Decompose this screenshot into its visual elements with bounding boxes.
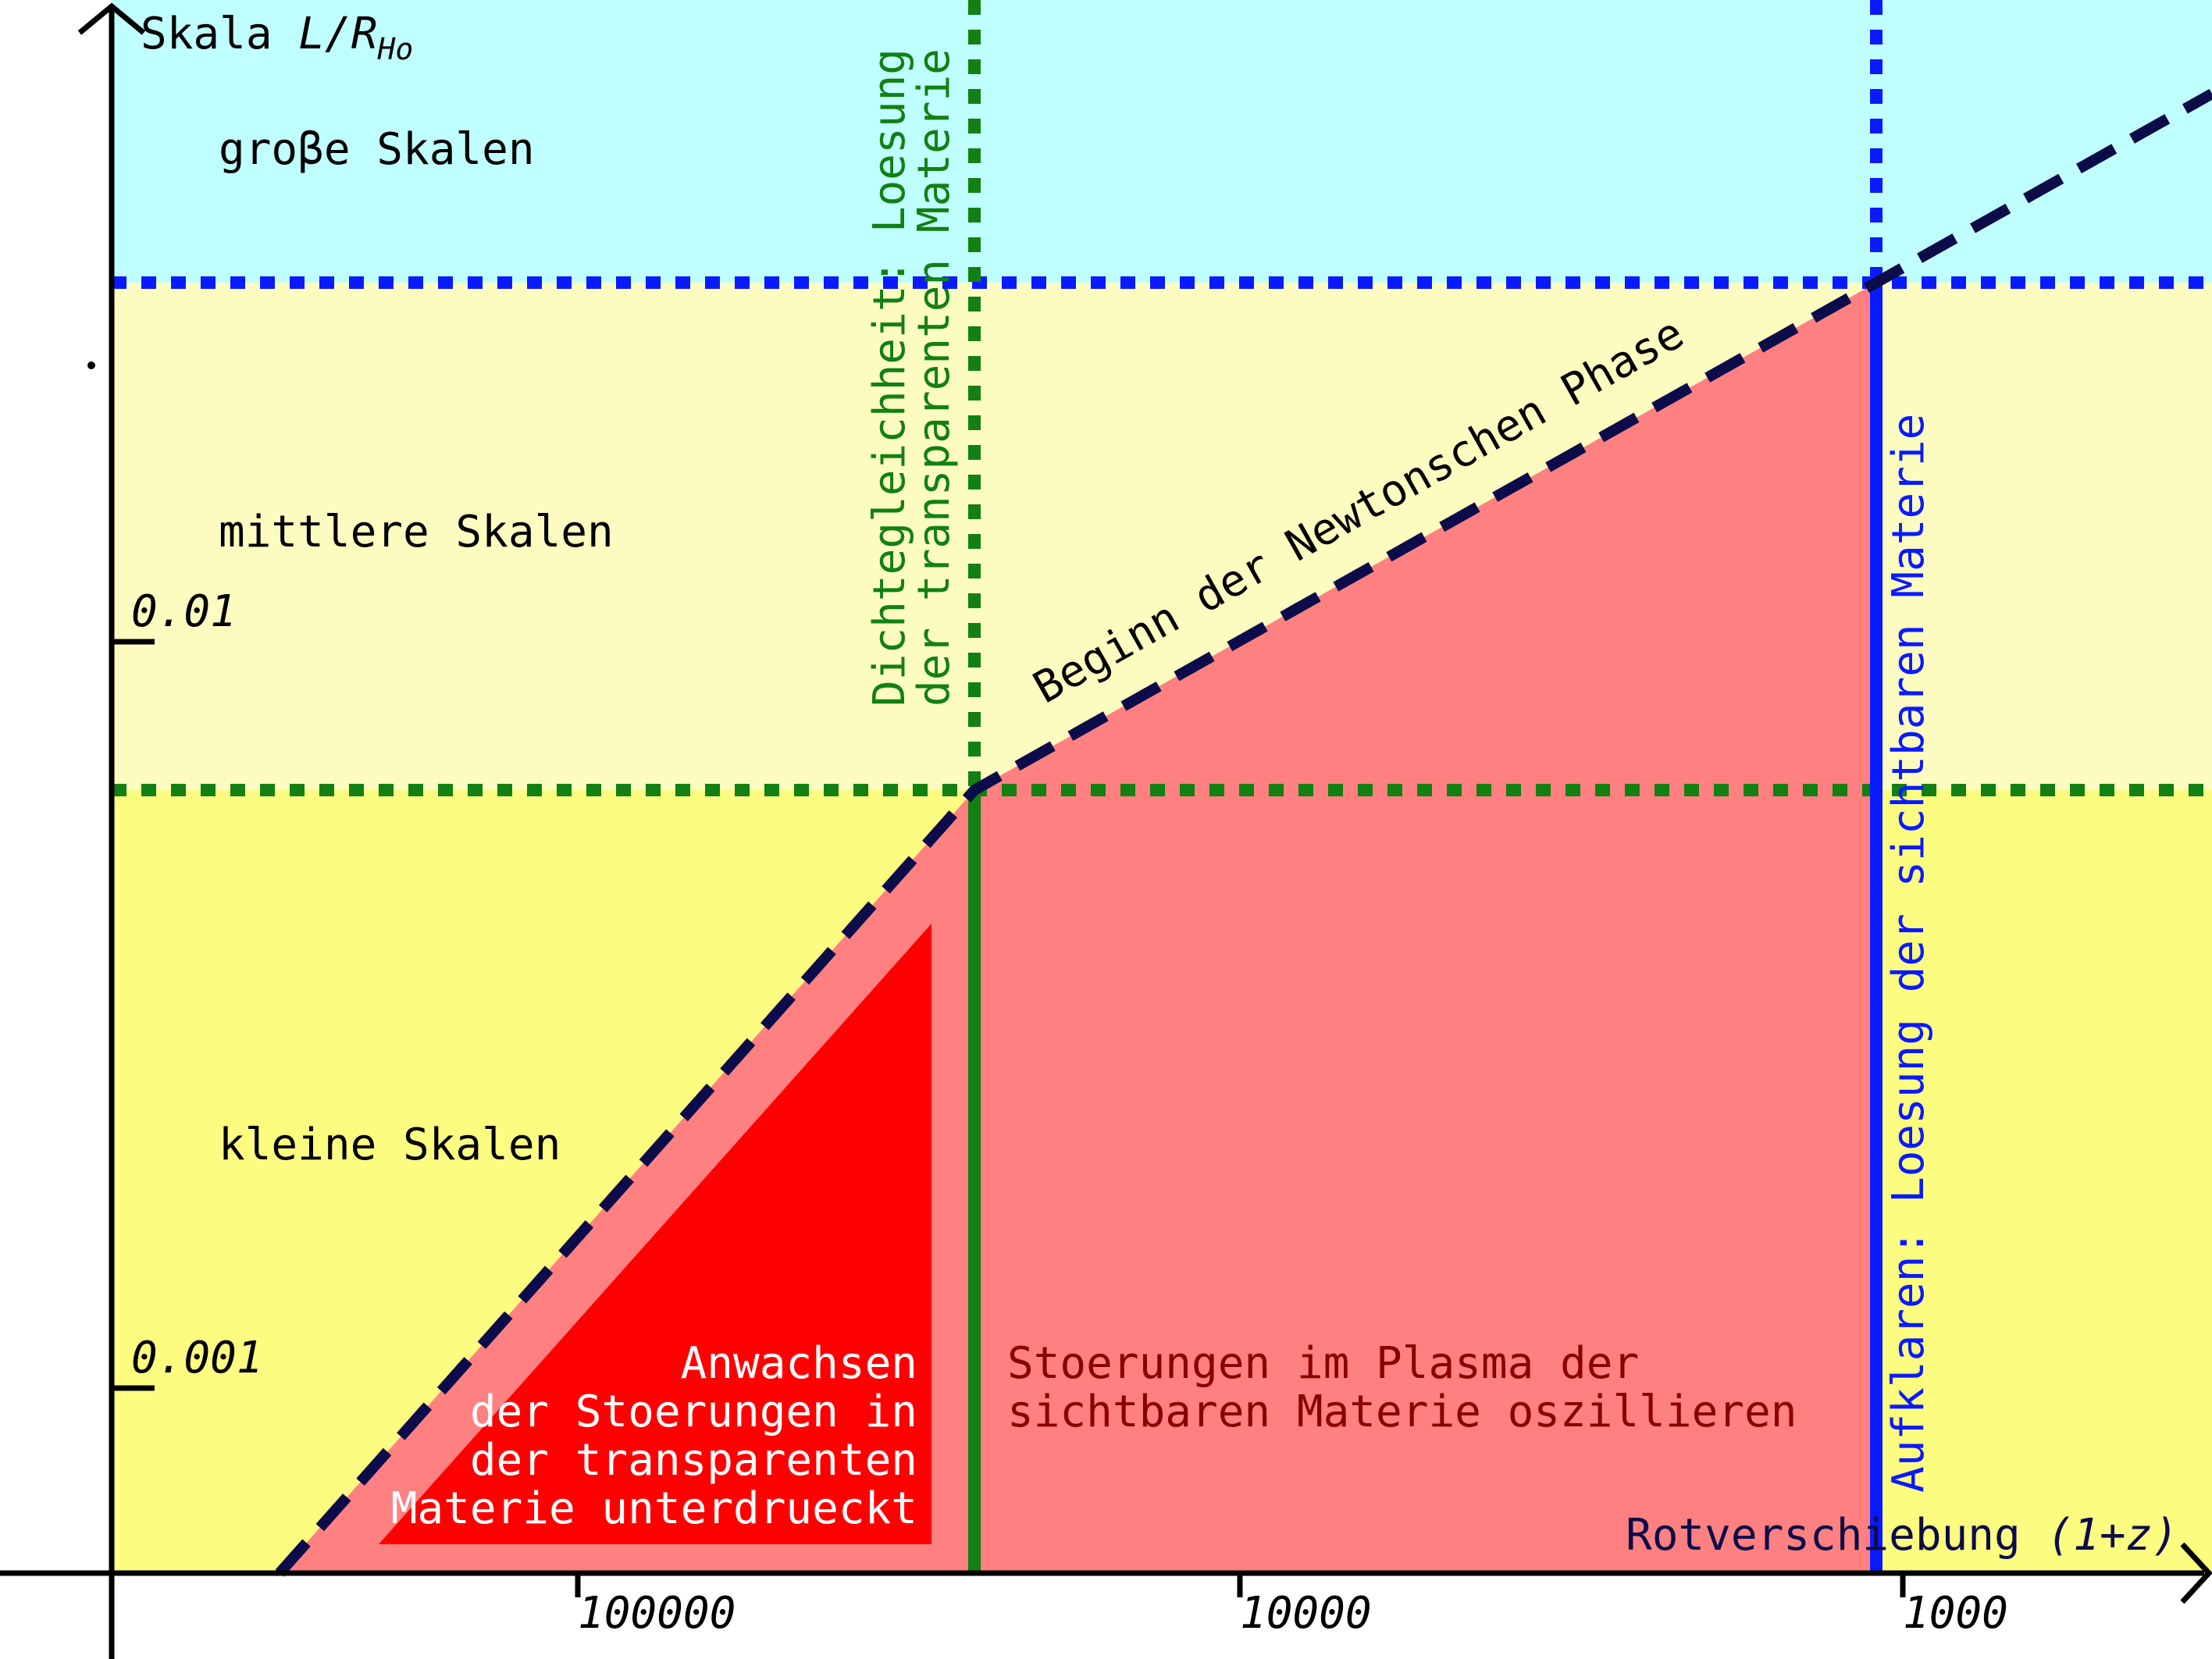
newton-phase-line <box>275 88 2212 1577</box>
suppressed-text-line2: der Stoerungen in <box>470 1387 917 1437</box>
decoupling-annotation: Aufklaren: Loesung der sichtbaren Materi… <box>1883 414 1934 1493</box>
y-axis-label: Skala L/RHo <box>141 9 413 66</box>
y-tick-label-0.001: 0.001 <box>131 1333 263 1383</box>
label-medium-scales: mittlere Skalen <box>219 507 614 557</box>
stray-dot <box>87 361 95 369</box>
equality-annotation-line2: der transparenten Materie <box>909 48 960 707</box>
plasma-text-line1: Stoerungen im Plasma der <box>1007 1338 1639 1389</box>
y-tick-label-0.01: 0.01 <box>131 586 237 637</box>
plasma-text-line2: sichtbaren Materie oszillieren <box>1007 1387 1797 1437</box>
suppressed-text-line3: der transparenten <box>470 1435 917 1486</box>
x-tick-label-100000: 100000 <box>578 1588 736 1639</box>
band-large-scales <box>112 0 2212 283</box>
x-axis-label: Rotverschiebung (1+z) <box>1626 1510 2178 1561</box>
label-small-scales: kleine Skalen <box>219 1120 561 1170</box>
suppressed-text-line1: Anwachsen <box>681 1338 917 1389</box>
suppressed-text-line4: Materie unterdrueckt <box>391 1483 917 1534</box>
equality-annotation-line1: Dichtegleichheit: Loesung <box>864 48 915 707</box>
y-axis-arrowhead <box>77 2 146 35</box>
x-tick-label-1000: 1000 <box>1903 1588 2008 1639</box>
x-tick-label-10000: 10000 <box>1240 1588 1372 1639</box>
x-axis-arrowhead <box>2180 1542 2212 1604</box>
region-suppressed <box>379 924 931 1544</box>
label-large-scales: groβe Skalen <box>219 124 535 175</box>
